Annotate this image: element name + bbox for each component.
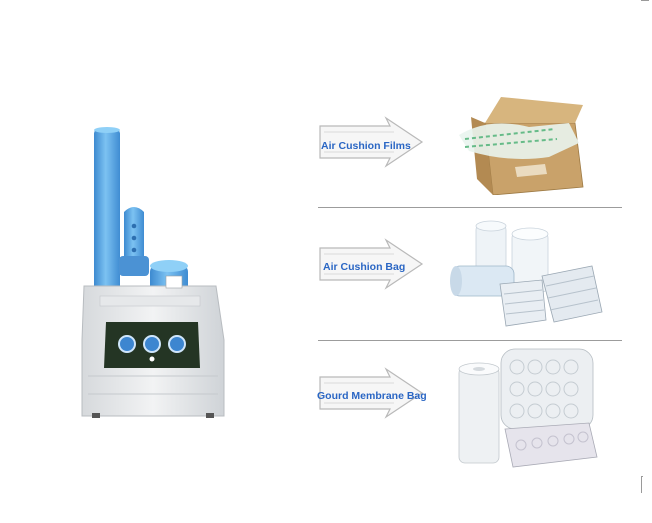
divider (318, 207, 622, 208)
product-label: Gourd Membrane Bag (317, 390, 427, 402)
product-label: Air Cushion Bag (323, 261, 406, 273)
tall-blue-tube (94, 128, 120, 308)
corner-mark-bottom (641, 476, 643, 493)
divider (318, 340, 622, 341)
gourd-membrane-bag-rolls-image (458, 348, 598, 468)
arrow-right-icon (319, 116, 424, 168)
cardboard-box-with-air-cushion-film-image (459, 97, 584, 195)
corner-mark-top (641, 0, 649, 2)
arrow-right-icon (319, 367, 424, 419)
product-row-air-cushion-films: Air Cushion Films (318, 112, 622, 232)
product-row-air-cushion-bag: Air Cushion Bag (318, 234, 622, 354)
arrow-right-icon (319, 238, 424, 290)
air-cushion-machine-image (81, 127, 225, 418)
air-cushion-bag-rolls-image (450, 220, 603, 327)
product-row-gourd-membrane-bag: Gourd Membrane Bag (317, 363, 622, 483)
product-label: Air Cushion Films (321, 140, 411, 152)
